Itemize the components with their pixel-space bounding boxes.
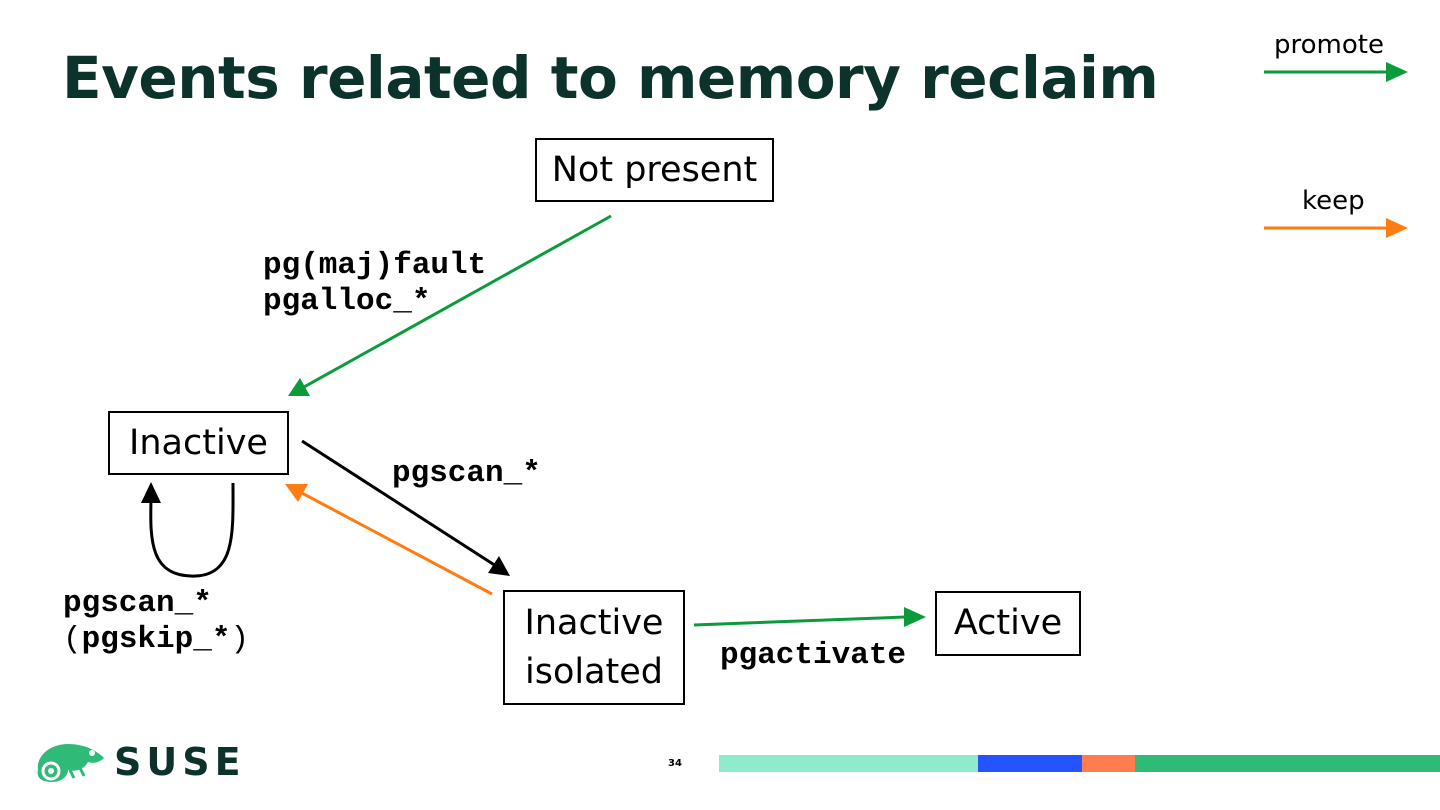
slide-title: Events related to memory reclaim (62, 44, 1159, 112)
edge-label-loop-line1: pgscan_* (63, 586, 212, 621)
legend-keep-label: keep (1302, 186, 1365, 216)
state-inactive-label: Inactive (129, 422, 268, 463)
logo-text: SUSE (114, 740, 246, 784)
state-not-present: Not present (535, 138, 774, 202)
arrow-fault-promote (288, 214, 612, 396)
arrow-activate (693, 607, 926, 627)
footer-bar-segment-2 (978, 755, 1082, 772)
page-number: 34 (668, 758, 682, 769)
edge-label-activate: pgactivate (720, 638, 907, 673)
state-active-label: Active (953, 603, 1063, 643)
footer-bar-segment-1 (719, 755, 978, 772)
edge-label-fault-line2: pgalloc_* (263, 284, 431, 319)
arrow-loop (141, 482, 235, 578)
legend-promote-label: promote (1274, 30, 1384, 60)
arrow-isolated-keep (285, 484, 493, 596)
state-inactive-isolated-line2: isolated (524, 651, 664, 692)
legend-keep-arrow (1264, 218, 1408, 238)
edge-label-loop: pgscan_* (pgskip_*) (63, 586, 249, 658)
suse-logo: SUSE (34, 740, 246, 784)
state-inactive-isolated-line1: Inactive (524, 602, 664, 643)
footer-bar-segment-4 (1135, 755, 1440, 772)
edge-label-loop-close-paren: ) (230, 622, 250, 657)
chameleon-icon (37, 744, 104, 782)
edge-label-loop-open-paren: ( (63, 622, 82, 657)
state-active: Active (935, 591, 1081, 656)
state-not-present-label: Not present (551, 149, 758, 190)
footer-bar-segment-3 (1082, 755, 1135, 772)
edge-label-loop-line2: pgskip_* (81, 622, 231, 657)
legend-promote-arrow (1264, 62, 1408, 82)
state-inactive: Inactive (108, 411, 289, 475)
edge-label-scan: pgscan_* (392, 456, 541, 491)
state-inactive-isolated: Inactive isolated (503, 590, 685, 705)
arrow-scan (301, 439, 510, 576)
edge-label-fault-line1: pg(maj)fault (263, 248, 487, 283)
edge-label-fault: pg(maj)fault pgalloc_* (263, 248, 486, 320)
